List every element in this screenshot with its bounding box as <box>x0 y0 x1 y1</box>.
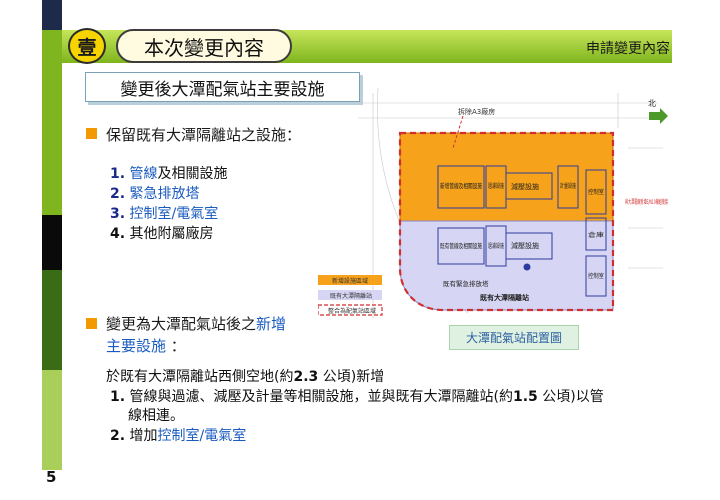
list-item: 3. 控制室/電氣室 <box>110 203 218 223</box>
power-plant-note: 與大潭電廠新增E/N10機組銜接 <box>625 198 668 206</box>
existing-pipeline-label: 既有管線及相關設施 <box>440 241 482 250</box>
list-item: 2. 緊急排放塔 <box>110 183 200 203</box>
section2-heading-link2: 主要設施 <box>106 337 167 355</box>
control-room-box <box>585 169 607 215</box>
meter-box <box>557 165 579 209</box>
list-item-text: 其他附屬廠房 <box>129 226 214 242</box>
intro-suffix: 公頃)新增 <box>318 369 385 385</box>
list-item-highlight: 控制室/電氣室 <box>129 206 219 222</box>
list-item-text: 及相關設施 <box>157 166 228 182</box>
intro-prefix: 於既有大潭隔離站西側空地(約 <box>106 369 294 385</box>
filter-new-label: 過濾設施 <box>488 182 504 190</box>
new-pipeline-label: 新增管線及相關設施 <box>440 181 482 190</box>
bullet-square-icon <box>86 128 97 139</box>
list-item: 1. 管線及相關設施 <box>110 163 228 183</box>
item1-value: 1.5 <box>512 389 538 405</box>
legend-label-existing: 既有大潭隔離站 <box>330 292 372 300</box>
warehouse-box <box>585 217 607 251</box>
section2-heading-text: 變更為大潭配氣站後之 <box>106 315 257 333</box>
side-strip-top <box>42 0 62 30</box>
list-item-number: 1. <box>110 166 126 182</box>
section2-item1-line2: 線相連。 <box>128 408 184 424</box>
section2-item2: 2. 增加控制室/電氣室 <box>110 425 246 445</box>
list-item: 4. 其他附屬廠房 <box>110 223 214 243</box>
emergency-vent-icon <box>523 263 531 271</box>
section-badge: 壹 <box>68 28 106 64</box>
diagram-caption: 大潭配氣站配置圖 <box>449 325 579 350</box>
legend: 新增設施區域 既有大潭隔離站 整合為配氣站區域 <box>318 275 383 316</box>
site-layout-diagram: 拆除A3廠房 北 新增管線及相關設施 過濾設施 減壓設施 計量設施 控制室 既有… <box>318 88 668 318</box>
list-item-number: 1. <box>110 389 126 405</box>
legend-swatch-existing <box>318 290 382 300</box>
item2-prefix: 增加 <box>129 428 158 444</box>
existing-pipeline-box <box>437 227 485 265</box>
section2-item1: 1. 管線與過濾、減壓及計量等相關設施，並與既有大潭隔離站(約1.5 公頃)以管 <box>110 386 604 406</box>
control-room-label: 控制室 <box>588 188 604 196</box>
demolish-arrow <box>452 115 464 149</box>
reduce-existing-label: 減壓設施 <box>511 241 539 250</box>
page-title: 本次變更內容 <box>116 29 292 63</box>
side-strip-lightgreen <box>42 370 62 470</box>
item1-suffix: 公頃)以管 <box>537 389 604 405</box>
legend-label-new: 新增設施區域 <box>332 277 368 285</box>
section2-heading-link: 新增 <box>256 315 287 333</box>
legend-swatch-new <box>318 275 382 285</box>
section2-intro: 於既有大潭隔離站西側空地(約2.3 公頃)新增 <box>106 366 384 386</box>
demolish-note: 拆除A3廠房 <box>458 107 495 116</box>
reduce-new-label: 減壓設施 <box>511 182 539 191</box>
side-strip-green <box>42 30 62 215</box>
subtitle: 變更後大潭配氣站主要設施 <box>85 72 360 102</box>
new-pipeline-box <box>437 165 485 209</box>
integrated-boundary <box>398 131 615 312</box>
filter-existing-label: 過濾設施 <box>488 242 504 250</box>
intro-value: 2.3 <box>293 369 319 385</box>
item2-link: 控制室/電氣室 <box>157 428 247 444</box>
legend-swatch-boundary <box>318 304 383 316</box>
meter-label: 計量設施 <box>560 182 576 190</box>
existing-station-label: 既有大潭隔離站 <box>480 293 529 302</box>
north-label: 北 <box>648 99 656 108</box>
reduce-existing-box <box>505 232 553 260</box>
north-arrow-icon <box>649 108 668 124</box>
list-item-number: 3. <box>110 206 126 222</box>
control-room2-box <box>585 255 607 297</box>
page-number: 5 <box>46 468 57 486</box>
list-item-highlight: 管線 <box>129 166 158 182</box>
list-item-number: 2. <box>110 428 126 444</box>
section2-heading-colon: ： <box>170 337 186 355</box>
section1-heading: 保留既有大潭隔離站之設施： <box>106 126 302 144</box>
side-strip-black <box>42 215 62 270</box>
side-strip-darkgreen <box>42 270 62 370</box>
list-item-number: 4. <box>110 226 126 242</box>
reduce-new-box <box>505 172 553 200</box>
legend-label-boundary: 整合為配氣站區域 <box>328 307 376 315</box>
bullet-square-icon <box>86 318 97 329</box>
list-item-highlight: 緊急排放塔 <box>129 186 200 202</box>
item1-prefix: 管線與過濾、減壓及計量等相關設施，並與既有大潭隔離站(約 <box>129 389 513 405</box>
section2-heading: 變更為大潭配氣站後之新增 主要設施 ： <box>106 313 331 357</box>
control-room2-label: 控制室 <box>588 272 604 280</box>
emergency-vent-label: 既有緊急排放塔 <box>443 279 489 288</box>
list-item-number: 2. <box>110 186 126 202</box>
warehouse-label: 倉庫 <box>588 231 604 239</box>
header-right-label: 申請變更內容 <box>586 41 670 57</box>
